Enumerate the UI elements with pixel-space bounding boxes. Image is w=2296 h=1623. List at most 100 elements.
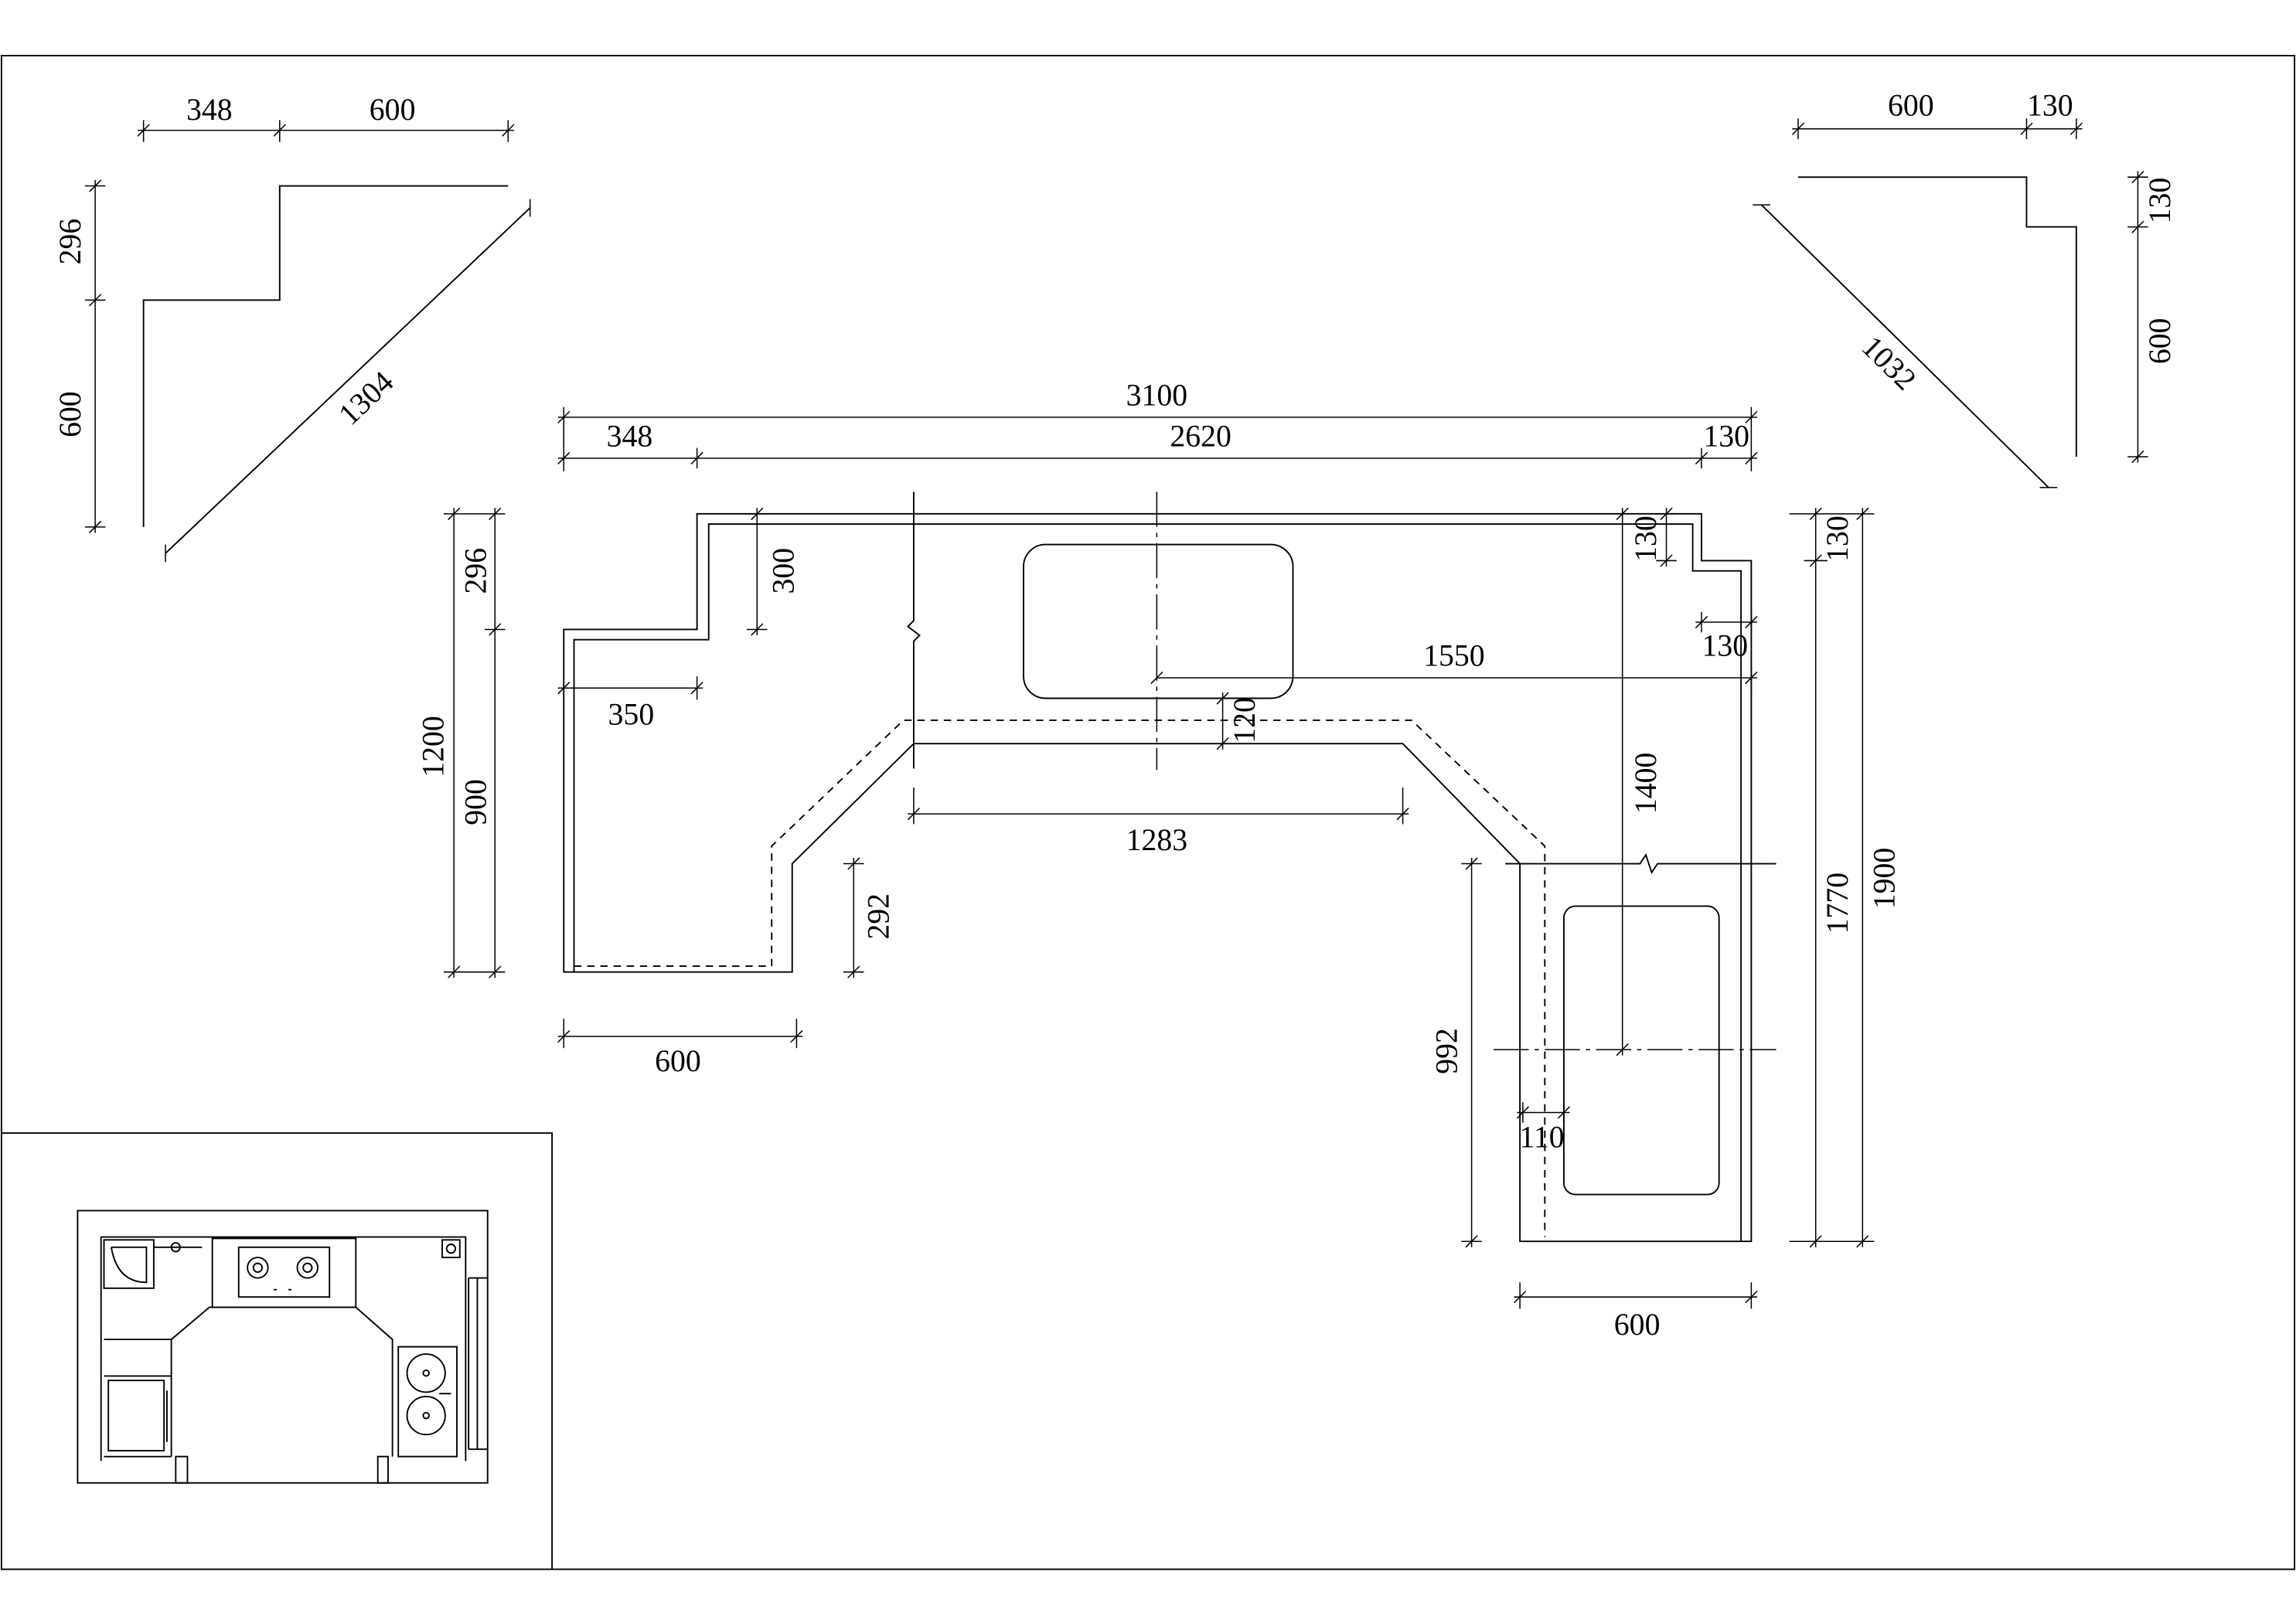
inset-appliance bbox=[107, 1380, 165, 1452]
top-left-width-dimension: 348 600 bbox=[137, 93, 515, 142]
inset-corner-sink bbox=[103, 1239, 155, 1289]
inset-sink-drain-top-icon bbox=[422, 1369, 430, 1377]
right-sink-offset-dimension: 110 bbox=[1516, 1102, 1571, 1155]
dimension-ticks bbox=[1461, 857, 1482, 1248]
right-top-notch-label: 130 bbox=[1821, 515, 1855, 562]
inset-walls bbox=[100, 1236, 467, 1461]
inset-left-cabinets bbox=[104, 1339, 172, 1458]
top-right-width-left-label: 600 bbox=[1888, 88, 1934, 122]
countertop-inner-edge bbox=[573, 523, 1742, 1242]
dimension-ticks bbox=[907, 788, 1409, 825]
right-leg-front-dimension: 992 bbox=[1429, 857, 1482, 1248]
dimension-ticks bbox=[1695, 611, 1758, 633]
dimension-ticks bbox=[557, 407, 1758, 471]
inset-double-sink bbox=[397, 1346, 458, 1458]
overall-width-label: 3100 bbox=[1126, 378, 1188, 412]
inset-frame bbox=[1, 1132, 554, 1570]
inset-cooktop-panel bbox=[237, 1246, 331, 1298]
dimension-ticks bbox=[557, 676, 703, 700]
right-sink-centerline-dimension: 1400 bbox=[1616, 507, 1663, 1056]
top-left-width-right-label: 600 bbox=[370, 93, 416, 127]
main-countertop: 3100 348 2620 130 296 900 1200 300 350 bbox=[417, 378, 1902, 1342]
dimension-ticks bbox=[1616, 507, 1629, 1056]
left-total-depth-label: 1200 bbox=[417, 716, 451, 777]
right-sink-centerline-label: 1400 bbox=[1629, 753, 1663, 815]
inset-counter-edge bbox=[170, 1306, 393, 1457]
top-left-diagonal-ticks bbox=[165, 199, 531, 563]
drawing-frame bbox=[0, 55, 2296, 1570]
inset-corner-fixture-icon bbox=[445, 1244, 457, 1254]
top-right-piece: 600 130 130 600 1032 bbox=[1753, 88, 2177, 488]
left-leg-width-label: 600 bbox=[655, 1044, 701, 1078]
inner-front-width-dimension: 1283 bbox=[907, 788, 1409, 857]
right-total-length-label: 1900 bbox=[1868, 848, 1902, 910]
step-offset-label: 350 bbox=[608, 697, 655, 731]
top-right-piece-diagonal bbox=[1760, 204, 2049, 488]
right-leg-width-label: 600 bbox=[1614, 1308, 1661, 1342]
middle-width-label: 2620 bbox=[1170, 419, 1231, 453]
dimension-ticks bbox=[1789, 507, 1875, 1248]
inset-tap-icon bbox=[170, 1242, 181, 1253]
sink-front-offset-dimension: 120 bbox=[1212, 692, 1262, 750]
left-return-depth-label: 292 bbox=[861, 893, 895, 940]
dimension-ticks bbox=[137, 120, 515, 142]
inset-floorplan bbox=[77, 1210, 489, 1484]
right-notch-width-label: 130 bbox=[1702, 628, 1748, 662]
inset-door-left bbox=[175, 1455, 189, 1484]
top-left-depth-dimension: 296 600 bbox=[53, 179, 106, 533]
inset-burner-left-icon bbox=[247, 1257, 269, 1279]
overall-width-dimension: 3100 bbox=[557, 378, 1758, 471]
inset-plan-border bbox=[77, 1210, 489, 1484]
left-lower-depth-label: 900 bbox=[459, 779, 493, 825]
left-return-depth-dimension: 292 bbox=[843, 857, 895, 978]
inset-burner-left-inner-icon bbox=[252, 1262, 264, 1273]
dimension-ticks bbox=[1516, 1102, 1571, 1123]
right-leg-width-dimension: 600 bbox=[1513, 1282, 1758, 1342]
inset-sink-bowl-top-icon bbox=[406, 1353, 446, 1393]
right-leg-length-label: 1770 bbox=[1821, 873, 1855, 934]
right-step-width-label: 130 bbox=[1703, 419, 1749, 453]
step-offset-dimension: 350 bbox=[557, 676, 703, 731]
inset-window bbox=[468, 1277, 488, 1451]
right-sink-offset-label: 110 bbox=[1519, 1121, 1564, 1155]
right-notch-depth-dimension: 130 bbox=[1629, 507, 1677, 567]
left-depth-dimension: 296 900 1200 bbox=[417, 507, 506, 978]
inset-burner-right-icon bbox=[296, 1257, 319, 1279]
top-segment-dimension: 348 2620 130 bbox=[557, 419, 1758, 469]
left-break-line bbox=[906, 492, 921, 769]
top-right-diagonal-ticks bbox=[1753, 204, 2058, 488]
top-right-piece-outline bbox=[1797, 176, 2077, 457]
inset-sink-bowl-bottom-icon bbox=[406, 1396, 446, 1436]
dimension-ticks bbox=[747, 507, 768, 636]
inset-corner-sink-bowl bbox=[111, 1246, 148, 1284]
dimension-ticks bbox=[1656, 507, 1677, 567]
dimension-ticks bbox=[843, 857, 864, 978]
dimension-ticks bbox=[557, 1019, 803, 1049]
sink-front-offset-label: 120 bbox=[1228, 697, 1262, 743]
right-notch-depth-label: 130 bbox=[1629, 515, 1663, 562]
countertop-outer-edge bbox=[563, 512, 1753, 1243]
top-right-width-dimension: 600 130 bbox=[1791, 88, 2083, 139]
top-sink-cutout bbox=[1023, 543, 1294, 699]
left-upper-depth-label: 296 bbox=[459, 548, 493, 594]
left-step-width-label: 348 bbox=[607, 419, 653, 453]
inner-front-width-label: 1283 bbox=[1126, 823, 1188, 857]
top-left-depth-bottom-label: 600 bbox=[53, 391, 87, 437]
sink-center-offset-label: 1550 bbox=[1423, 639, 1485, 673]
inset-sink-drain-bottom-icon bbox=[422, 1411, 430, 1420]
dimension-ticks bbox=[84, 179, 106, 533]
top-right-depth-dimension: 130 600 bbox=[2127, 171, 2177, 464]
top-left-diagonal-label: 1304 bbox=[332, 365, 400, 432]
inset-corner-fixture bbox=[441, 1239, 461, 1258]
top-left-piece: 348 600 296 600 1304 bbox=[53, 93, 531, 563]
dimension-ticks bbox=[1212, 692, 1233, 750]
top-right-depth-top-label: 130 bbox=[2143, 178, 2177, 224]
top-right-width-right-label: 130 bbox=[2027, 88, 2073, 122]
right-leg-front-label: 992 bbox=[1429, 1028, 1463, 1074]
left-leg-width-dimension: 600 bbox=[557, 1019, 803, 1078]
dimension-ticks bbox=[1791, 118, 2083, 139]
dimension-ticks bbox=[443, 507, 506, 978]
top-left-depth-top-label: 296 bbox=[53, 219, 87, 265]
sink-center-offset-dimension: 1550 bbox=[1150, 639, 1758, 690]
